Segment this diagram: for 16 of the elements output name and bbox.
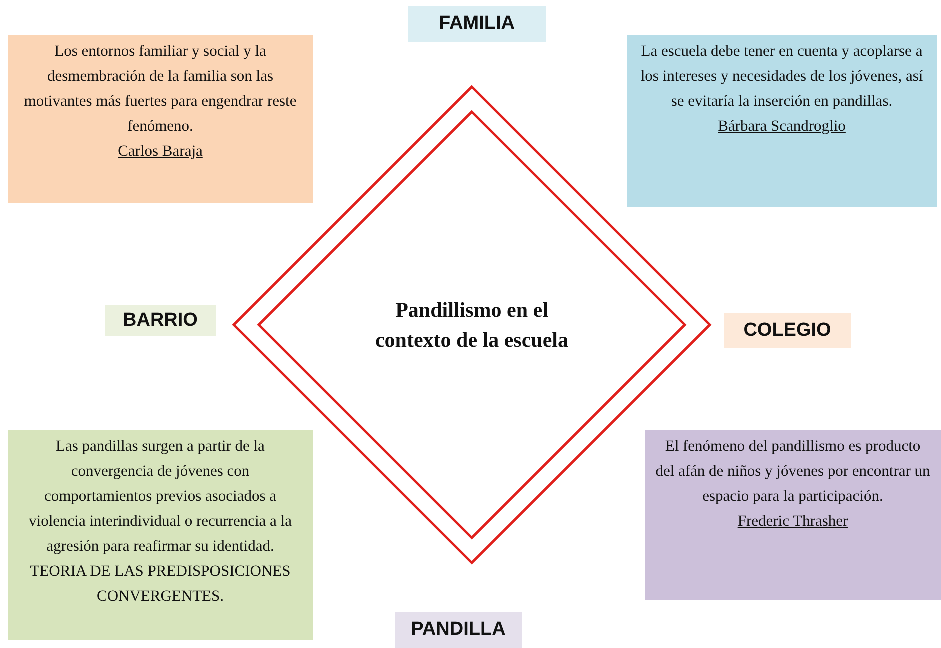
category-label: FAMILIA	[408, 6, 546, 42]
category-label: PANDILLA	[395, 612, 522, 648]
quote-text: Los entornos familiar y social y la desmembración de la familia son las motivantes más fuertes para engendrar reste fenómeno.	[23, 42, 298, 137]
quote-text: Las pandillas surgen a partir de la convergencia de jóvenes con comportamientos previos asociados a violencia interindividual o recurrencia a la agresión para reafirmar su identidad. TEORIA DE LAS PREDISPOSICIONES CONVERGENTES.	[28, 437, 293, 607]
quote-card	[627, 35, 937, 207]
category-label: COLEGIO	[724, 313, 851, 348]
category-label: BARRIO	[105, 305, 216, 336]
quote-card	[8, 430, 313, 640]
quote-card	[645, 430, 941, 600]
author-name: Frederic Thrasher	[736, 512, 850, 532]
quote-text: La escuela debe tener en cuenta y acoplarse a los intereses y necesidades de los jóvenes, así se evitaría la inserción en pandillas.	[640, 42, 924, 112]
quote-text: El fenómeno del pandillismo es producto del afán de niños y jóvenes por encontrar un espacio para la participación.	[655, 437, 931, 507]
quote-card	[8, 35, 313, 203]
author-name: Carlos Baraja	[117, 142, 204, 162]
author-name: Bárbara Scandroglio	[717, 117, 847, 137]
center-title: Pandillismo en el contexto de la escuela	[374, 297, 570, 354]
